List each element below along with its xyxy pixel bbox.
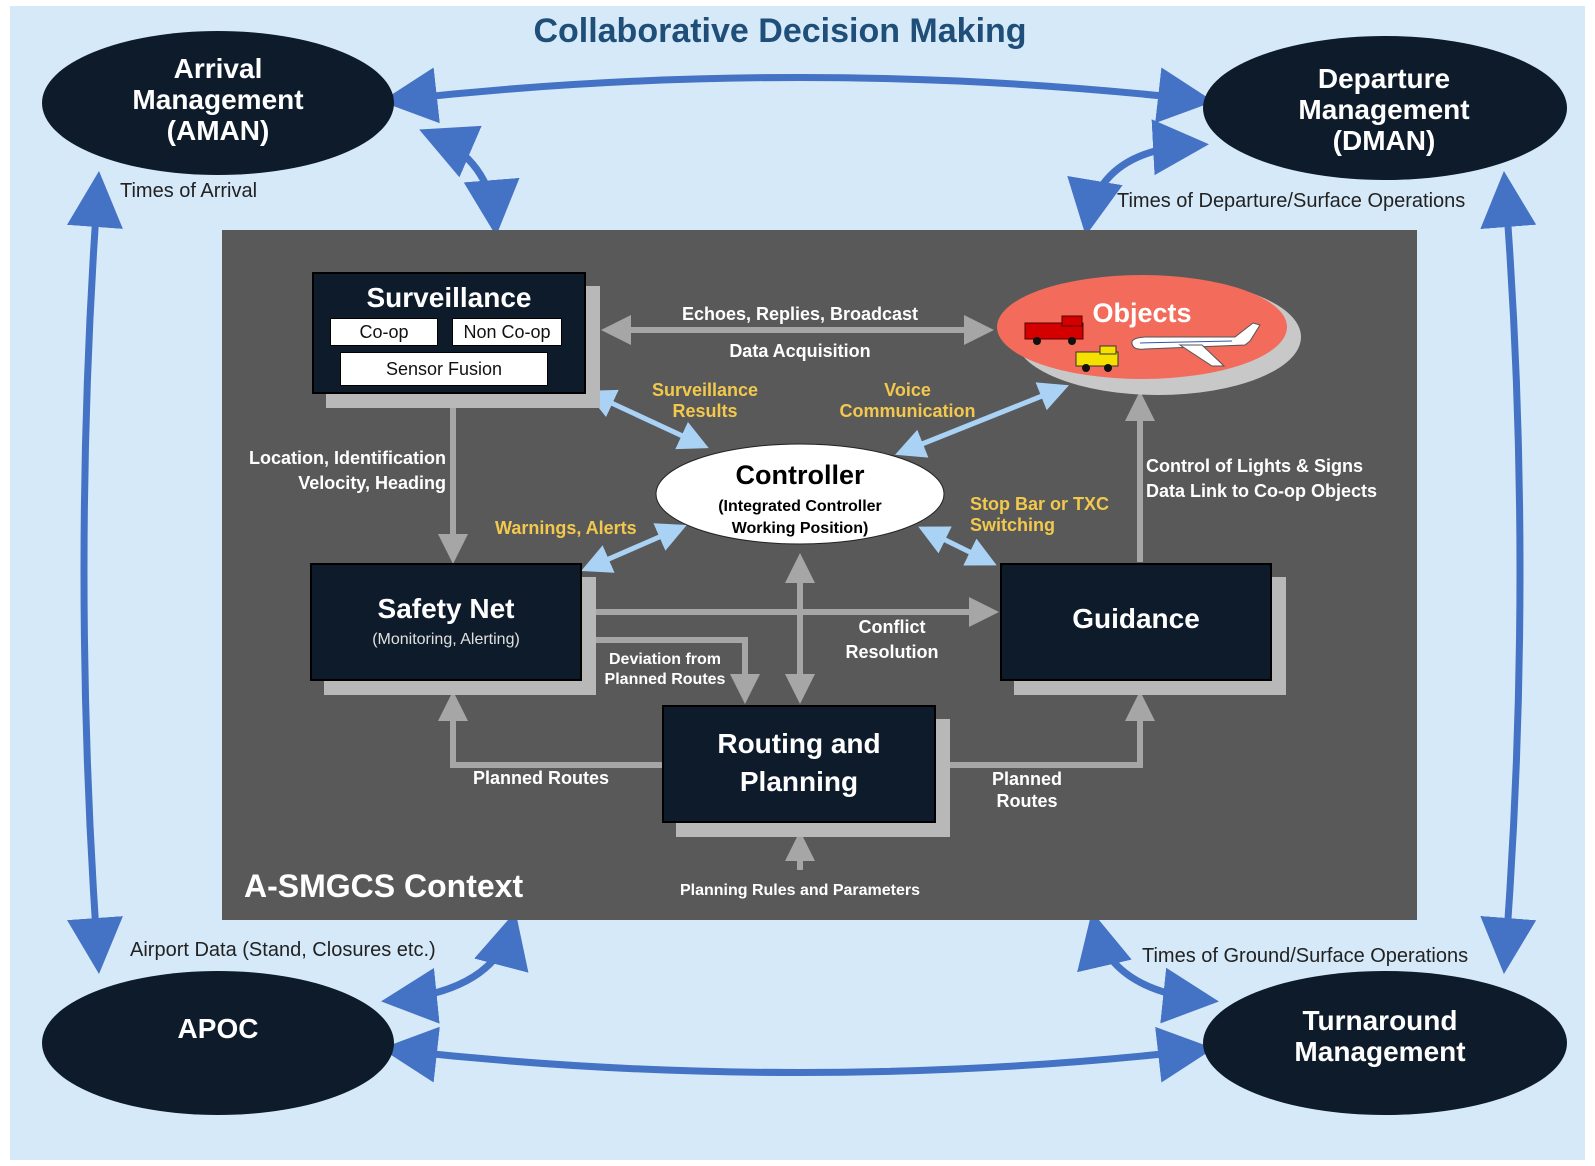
conflict-resolution-label: Conflict Resolution: [845, 617, 939, 662]
arrow-apoc-context: [381, 911, 529, 1024]
turnaround-ellipse: [1203, 971, 1567, 1115]
control-lights-label: Control of Lights & Signs Data Link to C…: [1146, 456, 1378, 501]
routing-planning-title: Routing and Planning: [717, 728, 881, 797]
safety-net-title: Safety Net: [377, 593, 515, 624]
surveillance-title: Surveillance: [366, 282, 532, 313]
arrow-aman-context: [419, 125, 520, 236]
dman-label: Departure Management (DMAN): [1298, 63, 1470, 156]
arrow-safety-controller: [581, 523, 687, 573]
arrow-planned-right: [935, 691, 1155, 768]
times-of-departure-label: Times of Departure/Surface Operations: [1117, 190, 1466, 212]
guidance-title: Guidance: [1072, 603, 1200, 634]
outer-arrows: [67, 67, 1537, 1083]
deviation-label: Deviation from Planned Routes: [604, 651, 726, 688]
stop-bar-label: Stop Bar or TXC Switching: [970, 494, 1110, 535]
voice-communication-label: Voice Communication: [839, 380, 976, 421]
location-label: Location, Identification Velocity, Headi…: [249, 448, 446, 493]
airport-data-label: Airport Data (Stand, Closures etc.): [130, 939, 436, 961]
guidance-box: Guidance: [1000, 563, 1272, 681]
surveillance-results-label: Surveillance Results: [651, 380, 759, 421]
light-arrows: [581, 382, 1069, 573]
non-coop-box: Non Co-op: [452, 318, 562, 346]
title: Collaborative Decision Making: [533, 12, 1027, 50]
objects-title: Objects: [1092, 298, 1192, 328]
arrow-turnaround-context: [1077, 911, 1219, 1024]
gray-arrows: [438, 315, 1155, 870]
arrow-deviation: [595, 637, 760, 704]
arrow-aman-apoc: [67, 171, 123, 974]
objects-ellipse: [997, 275, 1287, 379]
arrow-aman-dman: [381, 67, 1214, 124]
context-label: A-SMGCS Context: [244, 868, 524, 904]
safety-net-box: Safety Net (Monitoring, Alerting): [310, 563, 582, 681]
arrow-guidance-controller: [918, 526, 997, 566]
apoc-label: APOC: [177, 1013, 259, 1044]
aman-label: Arrival Management (AMAN): [132, 53, 304, 146]
arrow-apoc-turnaround: [381, 1026, 1214, 1083]
arrow-dman-context: [1067, 119, 1209, 236]
arrow-objects-controller: [895, 382, 1069, 458]
planned-routes-right-label: Planned Routes: [991, 769, 1062, 811]
service-vehicle-icon: [1075, 345, 1119, 372]
controller-ellipse: [655, 443, 945, 545]
dman-ellipse: [1203, 36, 1567, 180]
arrow-planned-left: [438, 691, 665, 768]
planning-rules-label: Planning Rules and Parameters: [679, 882, 921, 899]
coop-box: Co-op: [330, 318, 438, 346]
controller-subtitle: (Integrated Controller Working Position): [718, 498, 882, 537]
warnings-label: Warnings, Alerts: [495, 518, 637, 538]
safety-net-subtitle: (Monitoring, Alerting): [372, 631, 520, 648]
echoes-label: Echoes, Replies, Broadcast: [681, 304, 919, 324]
sensor-fusion-box: Sensor Fusion: [340, 352, 548, 386]
fire-truck-icon: [1024, 315, 1084, 345]
turnaround-label: Turnaround Management: [1294, 1005, 1466, 1067]
arrow-dman-turnaround: [1480, 171, 1537, 974]
arrow-surv-controller: [585, 389, 709, 450]
planned-routes-left-label: Planned Routes: [473, 768, 610, 788]
controller-title: Controller: [735, 460, 865, 490]
routing-planning-box: Routing and Planning: [662, 705, 936, 823]
aircraft-icon: [1131, 322, 1261, 367]
times-of-ground-label: Times of Ground/Surface Operations: [1142, 945, 1469, 967]
surveillance-box: Surveillance Co-op Non Co-op Sensor Fusi…: [312, 272, 586, 394]
times-of-arrival-label: Times of Arrival: [120, 180, 258, 202]
data-acquisition-label: Data Acquisition: [729, 341, 871, 361]
aman-ellipse: [42, 31, 394, 175]
apoc-ellipse: [42, 971, 394, 1115]
